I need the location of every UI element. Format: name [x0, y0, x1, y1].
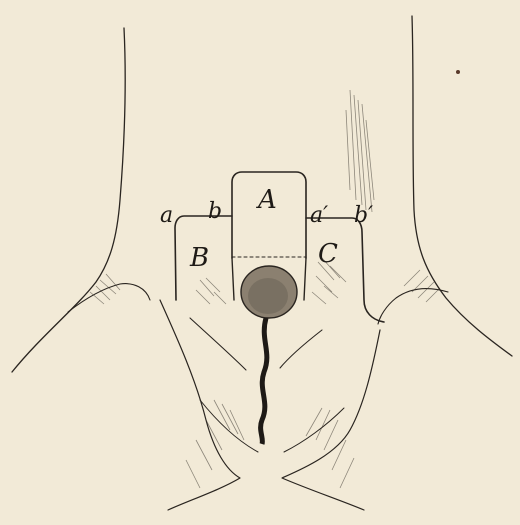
left-thigh-outline [12, 28, 125, 372]
left-lower-fold [200, 400, 258, 452]
label-flap-b: B [189, 243, 209, 273]
right-thigh-shading [404, 270, 440, 302]
left-buttock-outline [160, 300, 240, 510]
label-flap-a: A [256, 185, 277, 215]
label-a: a [160, 203, 173, 228]
label-a-prime: a′ [310, 203, 328, 228]
central-region [241, 266, 297, 444]
left-hip-curve [190, 318, 246, 370]
left-flap-shading [196, 278, 226, 304]
right-side-shading [346, 90, 374, 212]
left-incision-line [232, 258, 234, 300]
right-incision-line [304, 258, 306, 300]
cleft-line [261, 318, 267, 444]
right-thigh-outline [412, 16, 512, 356]
letter-labels: a b A a′ b′ B C [160, 185, 373, 273]
right-lower-fold [284, 408, 344, 452]
right-buttock-shading [306, 408, 354, 488]
ink-speck [456, 70, 460, 74]
label-b: b [208, 199, 222, 224]
central-orifice-inner [248, 278, 288, 314]
right-inner-fold [378, 289, 448, 324]
label-b-prime: b′ [354, 203, 373, 228]
label-flap-c: C [318, 239, 338, 269]
flap-c-outline [306, 218, 384, 322]
right-hip-curve [280, 330, 322, 368]
